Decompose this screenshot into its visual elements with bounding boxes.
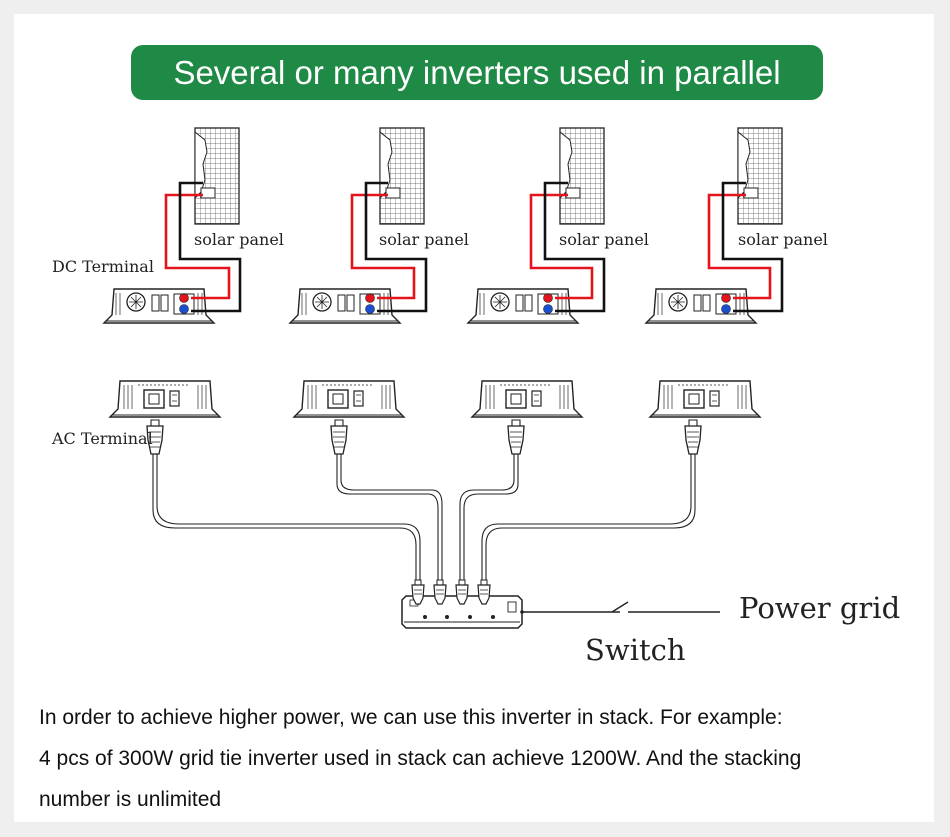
inverter-dc-4 — [645, 288, 757, 324]
ac-plug-4 — [684, 419, 702, 455]
positive-wire-3 — [529, 193, 594, 300]
strip-plug-3 — [455, 579, 469, 605]
page-title: Several or many inverters used in parall… — [131, 45, 823, 100]
inverter-dc-2 — [289, 288, 401, 324]
grid-switch — [520, 601, 720, 614]
description-line-3: number is unlimited — [39, 788, 222, 811]
inverter-ac-1 — [109, 380, 221, 418]
solar-panel-label-3: solar panel — [559, 230, 649, 249]
dc-terminal-label: DC Terminal — [52, 257, 154, 276]
negative-wire-2 — [364, 181, 428, 313]
inverter-ac-4 — [649, 380, 761, 418]
solar-panel-1 — [194, 127, 240, 225]
solar-panel-label-2: solar panel — [379, 230, 469, 249]
ac-plug-2 — [330, 419, 348, 455]
description-line-1: In order to achieve higher power, we can… — [39, 706, 783, 729]
negative-wire-1 — [178, 181, 242, 313]
strip-plug-1 — [411, 579, 425, 605]
solar-panel-2 — [379, 127, 425, 225]
inverter-ac-3 — [471, 380, 583, 418]
solar-panel-3 — [559, 127, 605, 225]
strip-plug-2 — [433, 579, 447, 605]
switch-label: Switch — [585, 633, 686, 667]
positive-wire-2 — [350, 193, 416, 300]
ac-terminal-label: AC Terminal — [51, 429, 153, 448]
solar-panel-label-1: solar panel — [194, 230, 284, 249]
solar-panel-label-4: solar panel — [738, 230, 828, 249]
description: In order to achieve higher power, we can… — [39, 697, 929, 820]
positive-wire-4 — [707, 193, 772, 300]
power-grid-label: Power grid — [739, 591, 900, 625]
strip-plug-4 — [477, 579, 491, 605]
ac-plug-3 — [507, 419, 525, 455]
inverter-dc-1 — [103, 288, 215, 324]
description-line-2: 4 pcs of 300W grid tie inverter used in … — [39, 747, 802, 770]
negative-wire-4 — [721, 181, 784, 313]
solar-panel-4 — [737, 127, 783, 225]
inverter-dc-3 — [467, 288, 579, 324]
positive-wire-1 — [164, 193, 231, 300]
negative-wire-3 — [543, 181, 606, 313]
ac-cables — [152, 454, 696, 580]
inverter-ac-2 — [293, 380, 405, 418]
